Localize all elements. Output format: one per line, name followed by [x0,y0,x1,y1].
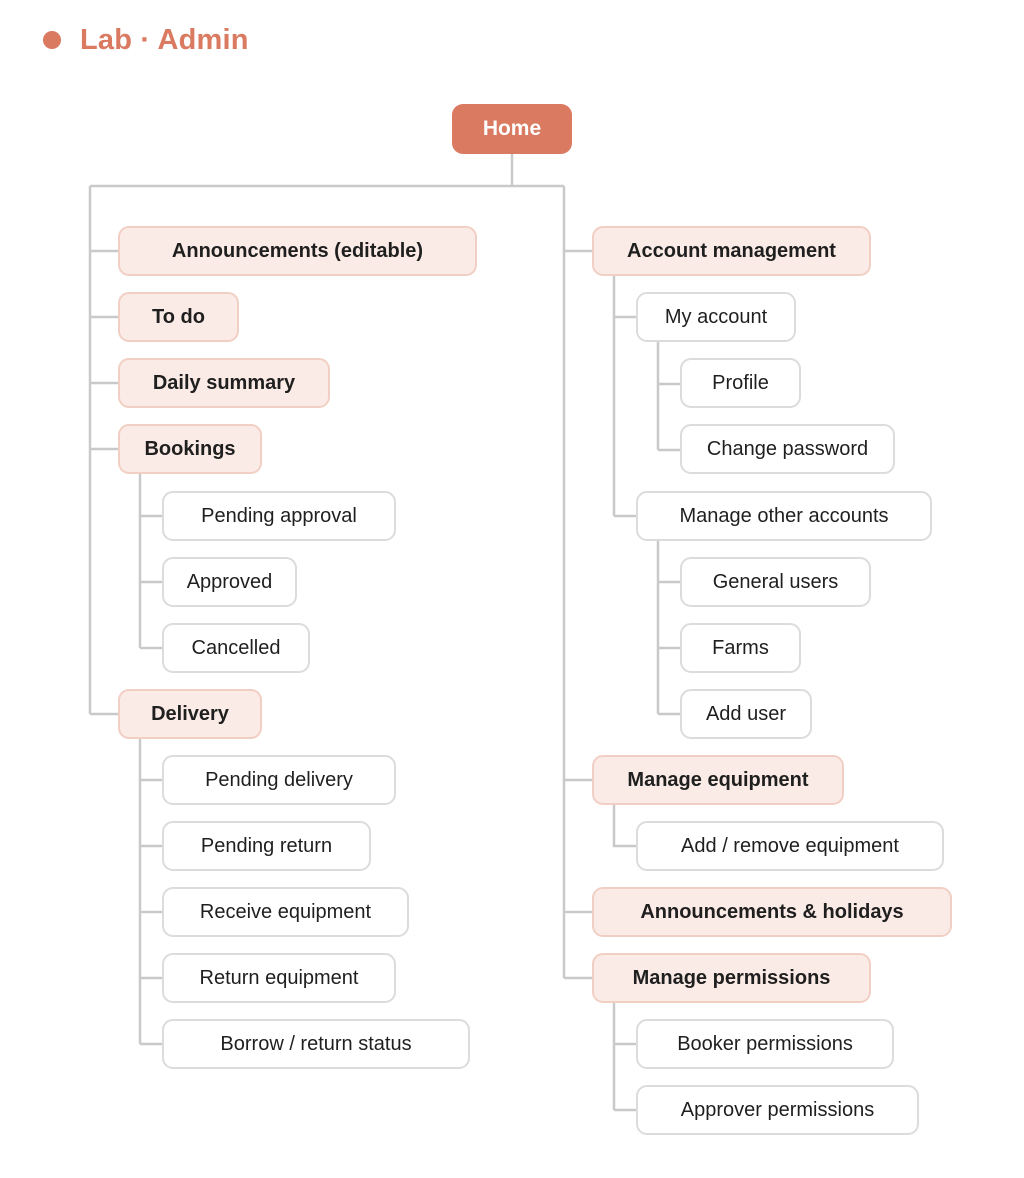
node-profile[interactable]: Profile [680,358,801,408]
node-add-remove-equipment[interactable]: Add / remove equipment [636,821,944,871]
node-add-user[interactable]: Add user [680,689,812,739]
page-title: Lab · Admin [80,23,249,56]
node-manage-equipment[interactable]: Manage equipment [592,755,844,805]
node-delivery[interactable]: Delivery [118,689,262,739]
node-booker-permissions[interactable]: Booker permissions [636,1019,894,1069]
header: Lab · Admin [43,22,249,58]
node-daily-summary[interactable]: Daily summary [118,358,330,408]
node-return-equipment[interactable]: Return equipment [162,953,396,1003]
connector-bookings [138,472,162,650]
connector-equipment [612,803,636,848]
node-farms[interactable]: Farms [680,623,801,673]
node-to-do[interactable]: To do [118,292,239,342]
connector-left-branches [90,249,118,716]
node-pending-approval[interactable]: Pending approval [162,491,396,541]
node-pending-delivery[interactable]: Pending delivery [162,755,396,805]
connector-root [90,154,564,188]
node-borrow-return-status[interactable]: Borrow / return status [162,1019,470,1069]
connector-delivery [138,737,162,1046]
home-node[interactable]: Home [452,104,572,154]
node-pending-return[interactable]: Pending return [162,821,371,871]
node-my-account[interactable]: My account [636,292,796,342]
node-receive-equipment[interactable]: Receive equipment [162,887,409,937]
connector-my-account [656,340,680,452]
node-bookings[interactable]: Bookings [118,424,262,474]
node-announcements-editable[interactable]: Announcements (editable) [118,226,477,276]
node-change-password[interactable]: Change password [680,424,895,474]
node-announcements-holidays[interactable]: Announcements & holidays [592,887,952,937]
node-general-users[interactable]: General users [680,557,871,607]
connector-account [612,274,636,518]
node-approved[interactable]: Approved [162,557,297,607]
connector-other-accounts [656,539,680,716]
node-account-management[interactable]: Account management [592,226,871,276]
status-dot-icon [43,31,61,49]
connector-right-branches [564,249,592,980]
node-manage-permissions[interactable]: Manage permissions [592,953,871,1003]
node-manage-other-accounts[interactable]: Manage other accounts [636,491,932,541]
node-cancelled[interactable]: Cancelled [162,623,310,673]
node-approver-permissions[interactable]: Approver permissions [636,1085,919,1135]
connector-permissions [612,1001,636,1112]
